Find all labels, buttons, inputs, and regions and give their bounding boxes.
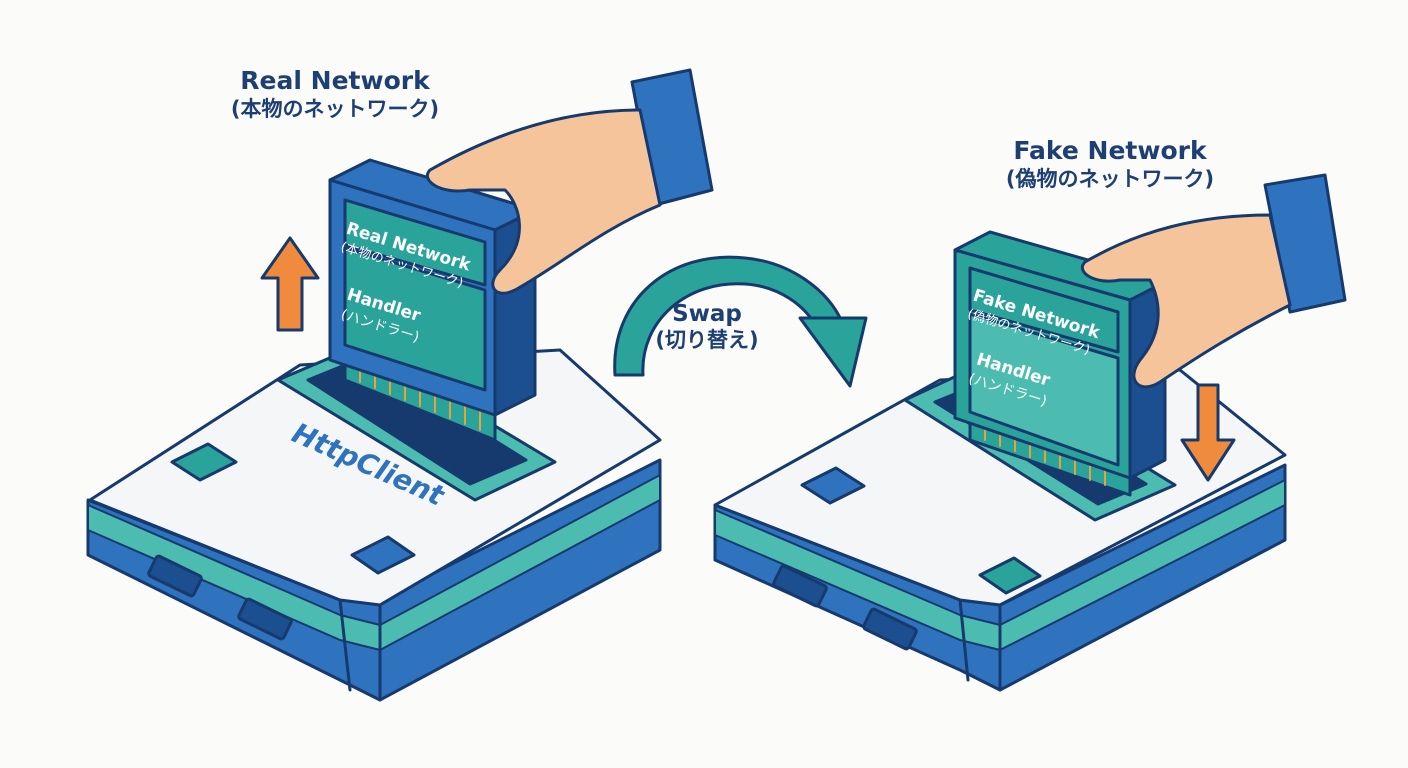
- device-button-right-a: [800, 466, 866, 505]
- arrow-down-icon: [1180, 383, 1236, 482]
- hand-right: [1081, 173, 1347, 389]
- caption-real-en: Real Network: [240, 66, 430, 95]
- httpclient-device-left: [86, 343, 662, 702]
- arrow-up-icon: [260, 236, 320, 332]
- device-button-left-b: [350, 535, 416, 575]
- device-button-left-a: [170, 442, 238, 482]
- cartridge-real-network: [328, 158, 537, 442]
- caption-swap: Swap (切り替え): [632, 300, 782, 354]
- cartridge-fake-network: [953, 230, 1167, 497]
- caption-fake-en: Fake Network: [1013, 136, 1207, 165]
- caption-swap-ja: (切り替え): [655, 328, 759, 353]
- caption-real-ja: (本物のネットワーク): [230, 96, 440, 121]
- swap-arrow-icon: [613, 255, 868, 388]
- caption-swap-en: Swap: [672, 301, 742, 327]
- device-button-right-b: [978, 556, 1042, 595]
- caption-fake-network: Fake Network (偽物のネットワーク): [945, 136, 1275, 192]
- caption-fake-ja: (偽物のネットワーク): [1005, 166, 1215, 191]
- hand-left: [426, 68, 714, 295]
- caption-real-network: Real Network (本物のネットワーク): [170, 66, 500, 122]
